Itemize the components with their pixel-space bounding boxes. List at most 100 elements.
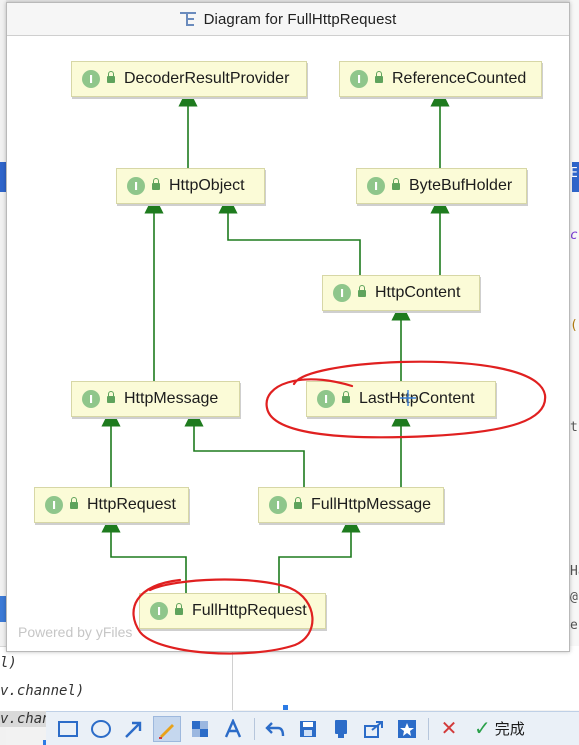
- close-icon: ✕: [440, 718, 458, 740]
- done-label: 完成: [494, 721, 525, 738]
- ellipse-tool-button[interactable]: [87, 716, 115, 742]
- node-label: DecoderResultProvider: [124, 70, 290, 87]
- cursor-crosshair-icon: [400, 390, 416, 406]
- ide-panel-fragment: [232, 646, 579, 710]
- ellipse-icon: [91, 719, 111, 738]
- code-editor-fragment: l) v.channel): [0, 646, 232, 711]
- node-label: FullHttpMessage: [311, 496, 432, 513]
- public-access-icon: [152, 177, 160, 191]
- interface-icon: I: [127, 177, 145, 195]
- pen-tool-button[interactable]: [153, 715, 181, 742]
- node-http-content[interactable]: I HttpContent: [322, 275, 480, 311]
- arrow-tool-button[interactable]: [120, 716, 148, 742]
- diagram-popup[interactable]: Diagram for FullHttpRequest: [6, 2, 570, 652]
- public-access-icon: [175, 602, 183, 616]
- gutter-text-3: (: [570, 318, 578, 333]
- node-label: HttpRequest: [87, 496, 176, 513]
- node-http-object[interactable]: I HttpObject: [116, 168, 265, 204]
- interface-icon: I: [82, 70, 100, 88]
- share-icon: [364, 720, 383, 738]
- text-tool-button[interactable]: [219, 716, 247, 742]
- save-icon: [300, 720, 316, 737]
- gutter-text-2: c: [570, 228, 578, 243]
- public-access-icon: [342, 390, 350, 404]
- public-access-icon: [358, 284, 366, 298]
- selection-handle[interactable]: [283, 705, 288, 710]
- node-full-http-request[interactable]: I FullHttpRequest: [139, 593, 326, 629]
- capture-toolbar: ✕ ✓ 完成: [46, 711, 579, 745]
- node-byte-buf-holder[interactable]: I ByteBufHolder: [356, 168, 527, 204]
- selection-handle[interactable]: [43, 740, 48, 745]
- node-full-http-message[interactable]: I FullHttpMessage: [258, 487, 444, 523]
- node-label: ByteBufHolder: [409, 177, 513, 194]
- public-access-icon: [107, 70, 115, 84]
- gutter-text-5: Ha: [570, 564, 579, 579]
- diagram-icon: [179, 12, 196, 26]
- inheritance-edge: [278, 513, 361, 593]
- save-button[interactable]: [294, 716, 322, 742]
- rectangle-icon: [58, 720, 78, 737]
- ide-left-selection-marker: [0, 596, 7, 622]
- node-label: LastHttpContent: [359, 390, 475, 407]
- code-line: v.channel): [0, 683, 85, 699]
- arrow-icon: [125, 721, 142, 738]
- public-access-icon: [375, 70, 383, 84]
- node-label: HttpObject: [169, 177, 245, 194]
- popup-title-bar[interactable]: Diagram for FullHttpRequest: [7, 3, 569, 36]
- ide-right-tab-marker: [572, 162, 579, 192]
- public-access-icon: [392, 177, 400, 191]
- pin-button[interactable]: [327, 716, 355, 742]
- popup-title: Diagram for FullHttpRequest: [203, 10, 397, 28]
- done-button[interactable]: ✓ 完成: [474, 716, 525, 741]
- interface-icon: I: [45, 496, 63, 514]
- public-access-icon: [107, 390, 115, 404]
- node-decoder-result-provider[interactable]: I DecoderResultProvider: [71, 61, 307, 97]
- node-label: FullHttpRequest: [192, 602, 307, 619]
- yfiles-watermark: Powered by yFiles: [18, 624, 133, 640]
- interface-icon: I: [367, 177, 385, 195]
- public-access-icon: [294, 496, 302, 510]
- interface-icon: I: [333, 284, 351, 302]
- mosaic-icon: [192, 720, 208, 737]
- pin-icon: [335, 719, 347, 738]
- ide-right-gutter: [570, 0, 579, 745]
- node-label: HttpMessage: [124, 390, 219, 407]
- interface-icon: I: [350, 70, 368, 88]
- inheritance-edge: [218, 194, 361, 275]
- toolbar-separator: [428, 717, 429, 740]
- sticker-button[interactable]: [393, 716, 421, 742]
- interface-icon: I: [269, 496, 287, 514]
- code-line: v.chann: [0, 711, 46, 727]
- rectangle-tool-button[interactable]: [54, 716, 82, 742]
- code-line: l): [0, 655, 17, 671]
- annotation-circle-last-http-content: [265, 360, 547, 439]
- inheritance-edge: [101, 513, 187, 593]
- node-label: ReferenceCounted: [392, 70, 527, 87]
- check-icon: ✓: [474, 718, 491, 740]
- ide-left-gutter: [0, 0, 6, 745]
- public-access-icon: [70, 496, 78, 510]
- node-http-message[interactable]: I HttpMessage: [71, 381, 240, 417]
- interface-icon: I: [317, 390, 335, 408]
- gutter-text-6: @: [570, 590, 578, 605]
- text-icon: [224, 718, 242, 737]
- ide-left-tab-marker: [0, 162, 7, 192]
- gutter-text-7: e: [570, 618, 578, 633]
- node-http-request[interactable]: I HttpRequest: [34, 487, 189, 523]
- interface-icon: I: [150, 602, 168, 620]
- share-button[interactable]: [360, 716, 388, 742]
- undo-icon: [265, 721, 285, 736]
- sticker-icon: [398, 719, 416, 738]
- cancel-button[interactable]: ✕: [435, 716, 463, 742]
- node-label: HttpContent: [375, 284, 461, 301]
- node-last-http-content[interactable]: I LastHttpContent: [306, 381, 496, 417]
- gutter-text-1: E: [570, 166, 578, 181]
- toolbar-separator: [254, 717, 255, 740]
- pen-icon: [159, 723, 174, 739]
- mosaic-tool-button[interactable]: [186, 716, 214, 742]
- node-reference-counted[interactable]: I ReferenceCounted: [339, 61, 542, 97]
- undo-button[interactable]: [261, 716, 289, 742]
- inheritance-edge: [184, 407, 305, 487]
